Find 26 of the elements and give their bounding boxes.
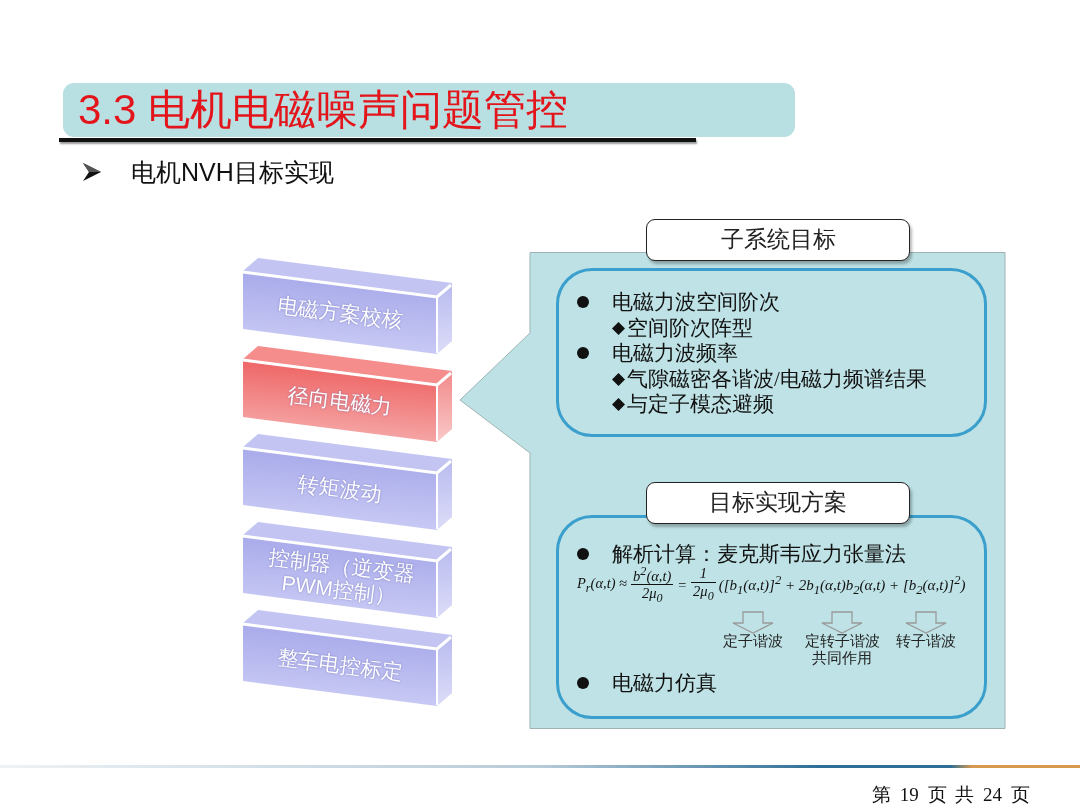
list-item: 电磁力波频率 <box>612 341 738 365</box>
title-banner: 3.3 电机电磁噪声问题管控 <box>63 83 795 137</box>
formula-term: 2μ$_{0}$ <box>692 583 715 605</box>
list-item: 空间阶次阵型 <box>627 316 753 340</box>
formula-term: ([b$_{1}$(α,t)]$^{2}$ + 2b$_{1}$(α,t)b$_{2}$(α,t) + [b$_{2}$(α,t)]$^{2}$) <box>718 572 966 598</box>
rounded-box <box>556 515 987 719</box>
label-text: 转子谐波 <box>894 633 958 655</box>
label-text: 定转子谐波共同作用 <box>803 633 881 673</box>
formula-term: P$_{r}$(α,t) ≈ <box>577 574 628 596</box>
subtitle-text: 电机NVH目标实现 <box>131 158 334 186</box>
formula-term: = <box>677 576 688 594</box>
list-item: 电磁力仿真 <box>612 671 717 695</box>
list-item: 气隙磁密各谐波/电磁力频谱结果 <box>627 367 927 391</box>
page-number: 第 19 页 共 24 页 <box>872 783 1030 807</box>
block-arrow <box>905 611 947 634</box>
heading-tab: 目标实现方案 <box>646 482 910 524</box>
formula-term: 2μ$_{0}$ <box>640 585 664 608</box>
formula-term: 1 <box>691 565 716 584</box>
callout-panel <box>458 252 1008 729</box>
block-arrow <box>732 611 774 634</box>
list-item: 与定子模态避频 <box>627 392 774 416</box>
rounded-box <box>556 268 987 437</box>
heading-tab: 子系统目标 <box>646 219 910 261</box>
label-text: 定子谐波 <box>718 633 788 655</box>
list-item: 电磁力波空间阶次 <box>612 290 780 314</box>
block-arrow <box>821 611 863 634</box>
